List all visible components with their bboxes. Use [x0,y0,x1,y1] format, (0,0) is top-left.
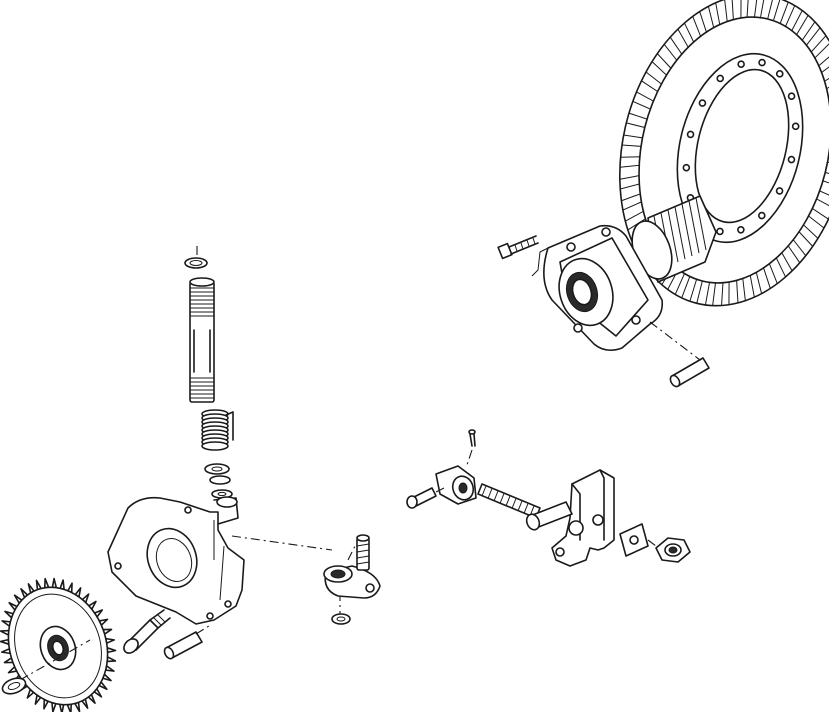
cotter-pin [465,429,476,469]
sprocket-snap-ring [1,677,27,695]
pivot-pin [525,501,573,531]
splined-bore [565,271,599,313]
threaded-rod [477,483,541,519]
dowel-pin-lower [649,321,710,388]
clevis-pin [406,487,445,509]
lever-arm [323,565,381,599]
square-washer [619,523,649,557]
bracket-cap-screw [123,609,171,654]
bearing-retainer-plate [531,224,664,352]
snap-ring-top [184,257,208,269]
ring-gear [619,0,829,307]
coil-spring [201,409,234,451]
mounting-bracket-plate [107,496,245,625]
clevis [435,465,477,505]
pivot-bracket [551,469,615,567]
splined-shaft [189,277,215,403]
bracket-dowel-pin [163,623,213,660]
hex-nut [647,537,691,563]
lever-washer [331,613,351,625]
sprocket [0,577,117,712]
washers [204,463,233,499]
retainer-cap-screw [497,235,539,260]
lever-stud [356,534,370,571]
